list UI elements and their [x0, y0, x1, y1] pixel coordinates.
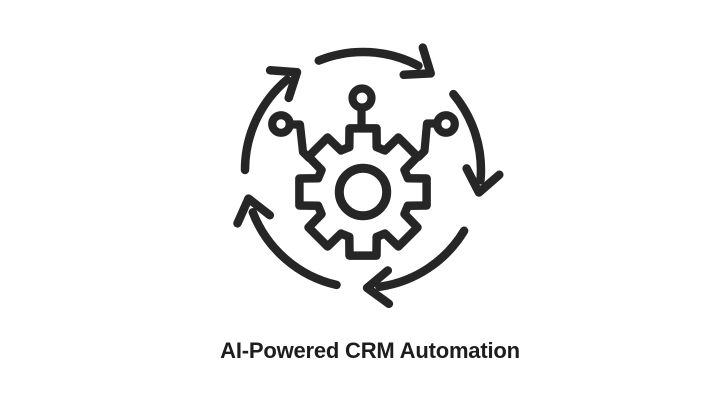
- arc-right: [449, 89, 486, 185]
- arrowhead-top-icon: [399, 43, 435, 80]
- arc-bottom-right: [375, 226, 469, 292]
- gear-hub-ring: [334, 163, 392, 221]
- gear-icon: [295, 124, 431, 260]
- arc-bottom-left: [248, 208, 341, 290]
- arrowhead-right-icon: [462, 164, 504, 197]
- arrowhead-top-left-icon: [265, 66, 302, 103]
- crm-automation-cycle-icon: [233, 43, 504, 309]
- arrowhead-bottom-icon: [362, 266, 394, 309]
- gear-outline: [295, 124, 431, 260]
- right-circuit-node: [433, 111, 459, 137]
- circuit-nodes-icon: [268, 84, 459, 163]
- rotation-arrows-icon: [233, 43, 504, 309]
- arrowhead-bottom-left-icon: [233, 194, 275, 228]
- icon-stroke-group: [233, 43, 504, 309]
- right-node-connector: [414, 119, 441, 162]
- caption-title: AI-Powered CRM Automation: [220, 338, 520, 363]
- arc-top: [314, 47, 423, 71]
- left-circuit-node: [268, 111, 294, 137]
- top-circuit-node: [348, 84, 376, 112]
- left-node-connector: [287, 120, 314, 163]
- arc-left: [240, 75, 292, 175]
